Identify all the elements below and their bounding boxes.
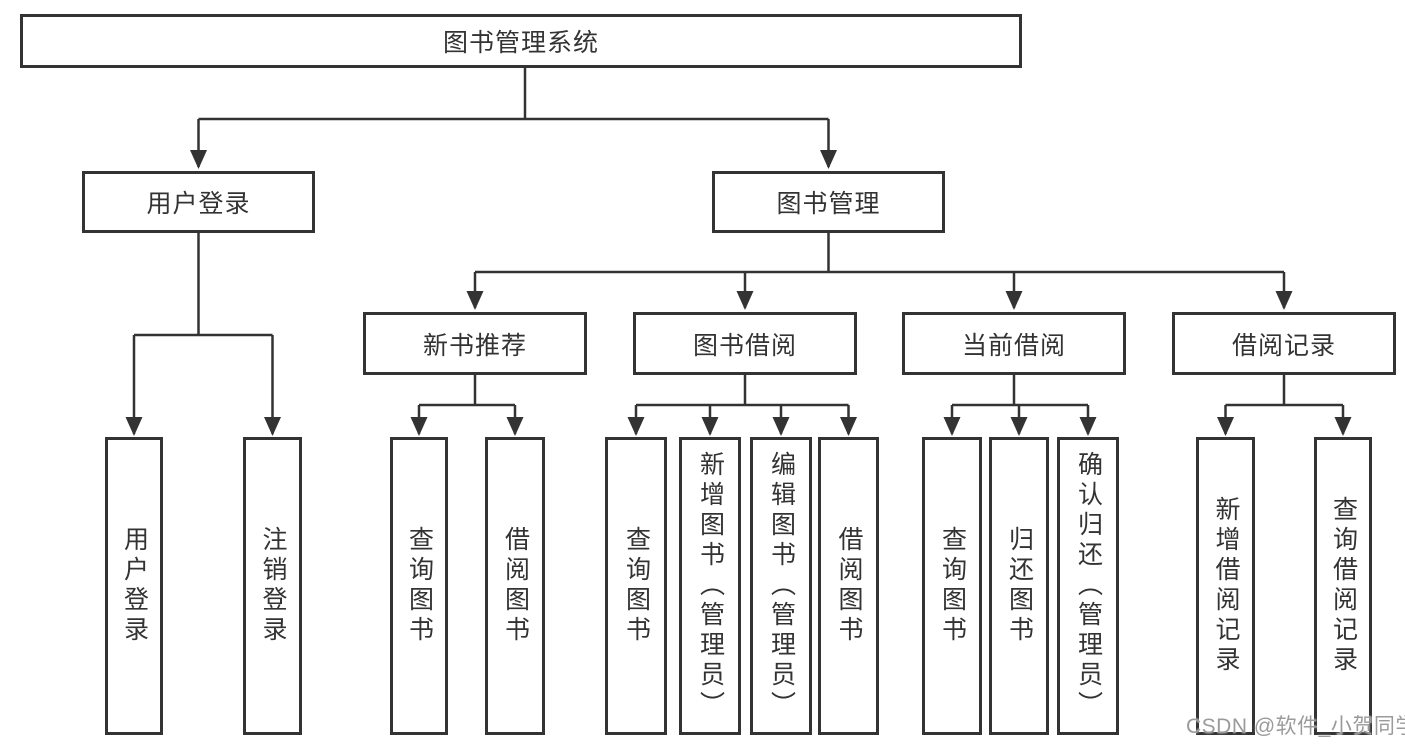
node-leaf-add-books-admin-label: 新增图书（管理员） bbox=[696, 451, 725, 721]
node-leaf-add-borrow-record: 新增借阅记录 bbox=[1196, 437, 1255, 735]
node-leaf-edit-books-admin: 编辑图书（管理员） bbox=[750, 437, 812, 735]
node-leaf-borrow-books-1-label: 借阅图书 bbox=[501, 526, 530, 646]
node-leaf-add-books-admin: 新增图书（管理员） bbox=[679, 437, 741, 735]
node-book-borrowing: 图书借阅 bbox=[633, 312, 857, 375]
node-leaf-return-books: 归还图书 bbox=[989, 437, 1049, 735]
node-leaf-add-borrow-record-label: 新增借阅记录 bbox=[1212, 496, 1240, 676]
node-root: 图书管理系统 bbox=[20, 14, 1022, 68]
node-leaf-confirm-return-admin: 确认归还（管理员） bbox=[1057, 437, 1119, 735]
node-leaf-query-books-2-label: 查询图书 bbox=[622, 526, 651, 646]
node-leaf-logout-label: 注销登录 bbox=[259, 526, 287, 646]
node-borrowing-records-label: 借阅记录 bbox=[1231, 331, 1336, 360]
node-leaf-query-borrow-record: 查询借阅记录 bbox=[1314, 437, 1372, 735]
csdn-watermark: CSDN @软件_小贺同学 bbox=[1186, 715, 1405, 738]
node-leaf-confirm-return-admin-label: 确认归还（管理员） bbox=[1074, 451, 1103, 721]
node-leaf-return-books-label: 归还图书 bbox=[1005, 526, 1034, 646]
node-leaf-query-books-1: 查询图书 bbox=[390, 437, 448, 735]
node-new-book-recommendation: 新书推荐 bbox=[363, 312, 587, 375]
node-leaf-query-books-2: 查询图书 bbox=[605, 437, 667, 735]
node-leaf-query-books-3: 查询图书 bbox=[922, 437, 982, 735]
node-current-borrowing: 当前借阅 bbox=[902, 312, 1126, 375]
node-leaf-query-books-3-label: 查询图书 bbox=[938, 526, 967, 646]
node-leaf-user-login: 用户登录 bbox=[105, 437, 163, 735]
node-leaf-borrow-books-2-label: 借阅图书 bbox=[835, 526, 863, 646]
node-root-label: 图书管理系统 bbox=[442, 29, 599, 57]
node-new-book-recommendation-label: 新书推荐 bbox=[422, 331, 527, 360]
node-book-management: 图书管理 bbox=[712, 171, 945, 233]
node-leaf-query-borrow-record-label: 查询借阅记录 bbox=[1329, 496, 1358, 676]
node-user-login: 用户登录 bbox=[82, 171, 315, 233]
node-leaf-borrow-books-1: 借阅图书 bbox=[485, 437, 545, 735]
node-book-management-label: 图书管理 bbox=[776, 190, 881, 218]
node-leaf-user-login-label: 用户登录 bbox=[120, 526, 149, 646]
node-leaf-query-books-1-label: 查询图书 bbox=[405, 526, 434, 646]
node-borrowing-records: 借阅记录 bbox=[1172, 312, 1396, 375]
node-user-login-label: 用户登录 bbox=[146, 190, 251, 218]
node-book-borrowing-label: 图书借阅 bbox=[692, 331, 797, 360]
node-leaf-edit-books-admin-label: 编辑图书（管理员） bbox=[767, 451, 796, 721]
node-current-borrowing-label: 当前借阅 bbox=[961, 331, 1066, 360]
node-leaf-borrow-books-2: 借阅图书 bbox=[818, 437, 879, 735]
node-leaf-logout: 注销登录 bbox=[243, 437, 302, 735]
